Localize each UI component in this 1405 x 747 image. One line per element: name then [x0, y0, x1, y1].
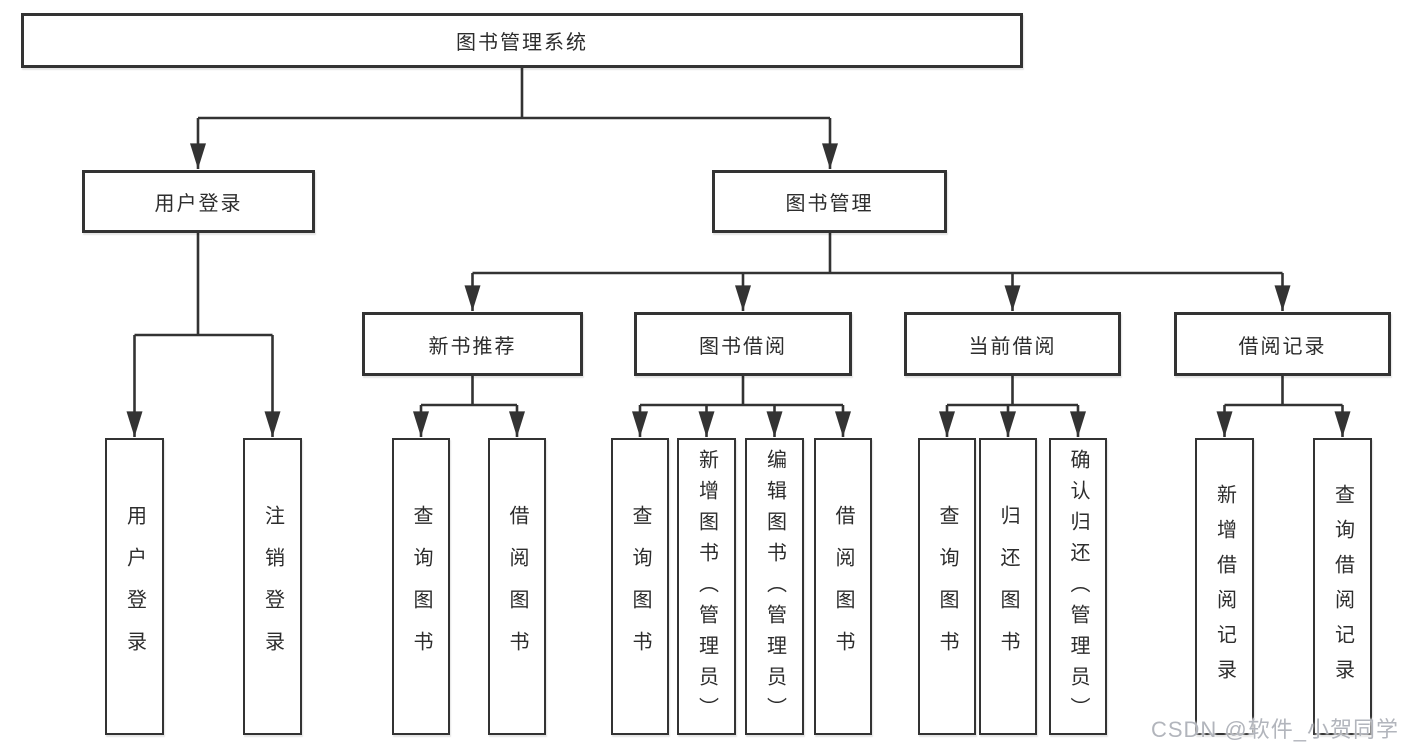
leaf-query-borrow-record: 查询借阅记录 [1313, 438, 1372, 735]
node-book-borrowing: 图书借阅 [634, 312, 852, 376]
tree-arrows [126, 118, 1351, 437]
node-current-borrowing: 当前借阅 [904, 312, 1121, 376]
leaf-return-books: 归还图书 [979, 438, 1037, 735]
leaf-user-login: 用户登录 [105, 438, 164, 735]
leaf-borrow-books-borrowing: 借阅图书 [814, 438, 872, 735]
leaf-confirm-return-admin: 确认归还（管理员） [1049, 438, 1107, 735]
leaf-query-books-borrowing: 查询图书 [611, 438, 669, 735]
leaf-add-borrow-record: 新增借阅记录 [1195, 438, 1254, 735]
node-borrowing-records: 借阅记录 [1174, 312, 1391, 376]
node-new-book-recommend: 新书推荐 [362, 312, 583, 376]
leaf-borrow-books-recommend: 借阅图书 [488, 438, 546, 735]
tree-branch-lines [134, 68, 1343, 407]
leaf-logout: 注销登录 [243, 438, 302, 735]
node-user-login-group: 用户登录 [82, 170, 315, 233]
leaf-edit-books-admin: 编辑图书（管理员） [745, 438, 804, 735]
watermark: CSDN @软件_小贺同学 [1150, 717, 1399, 742]
leaf-query-books-recommend: 查询图书 [392, 438, 450, 735]
leaf-query-books-current: 查询图书 [918, 438, 976, 735]
leaf-add-books-admin: 新增图书（管理员） [677, 438, 736, 735]
node-root-library-system: 图书管理系统 [21, 13, 1023, 68]
node-book-management: 图书管理 [712, 170, 947, 233]
